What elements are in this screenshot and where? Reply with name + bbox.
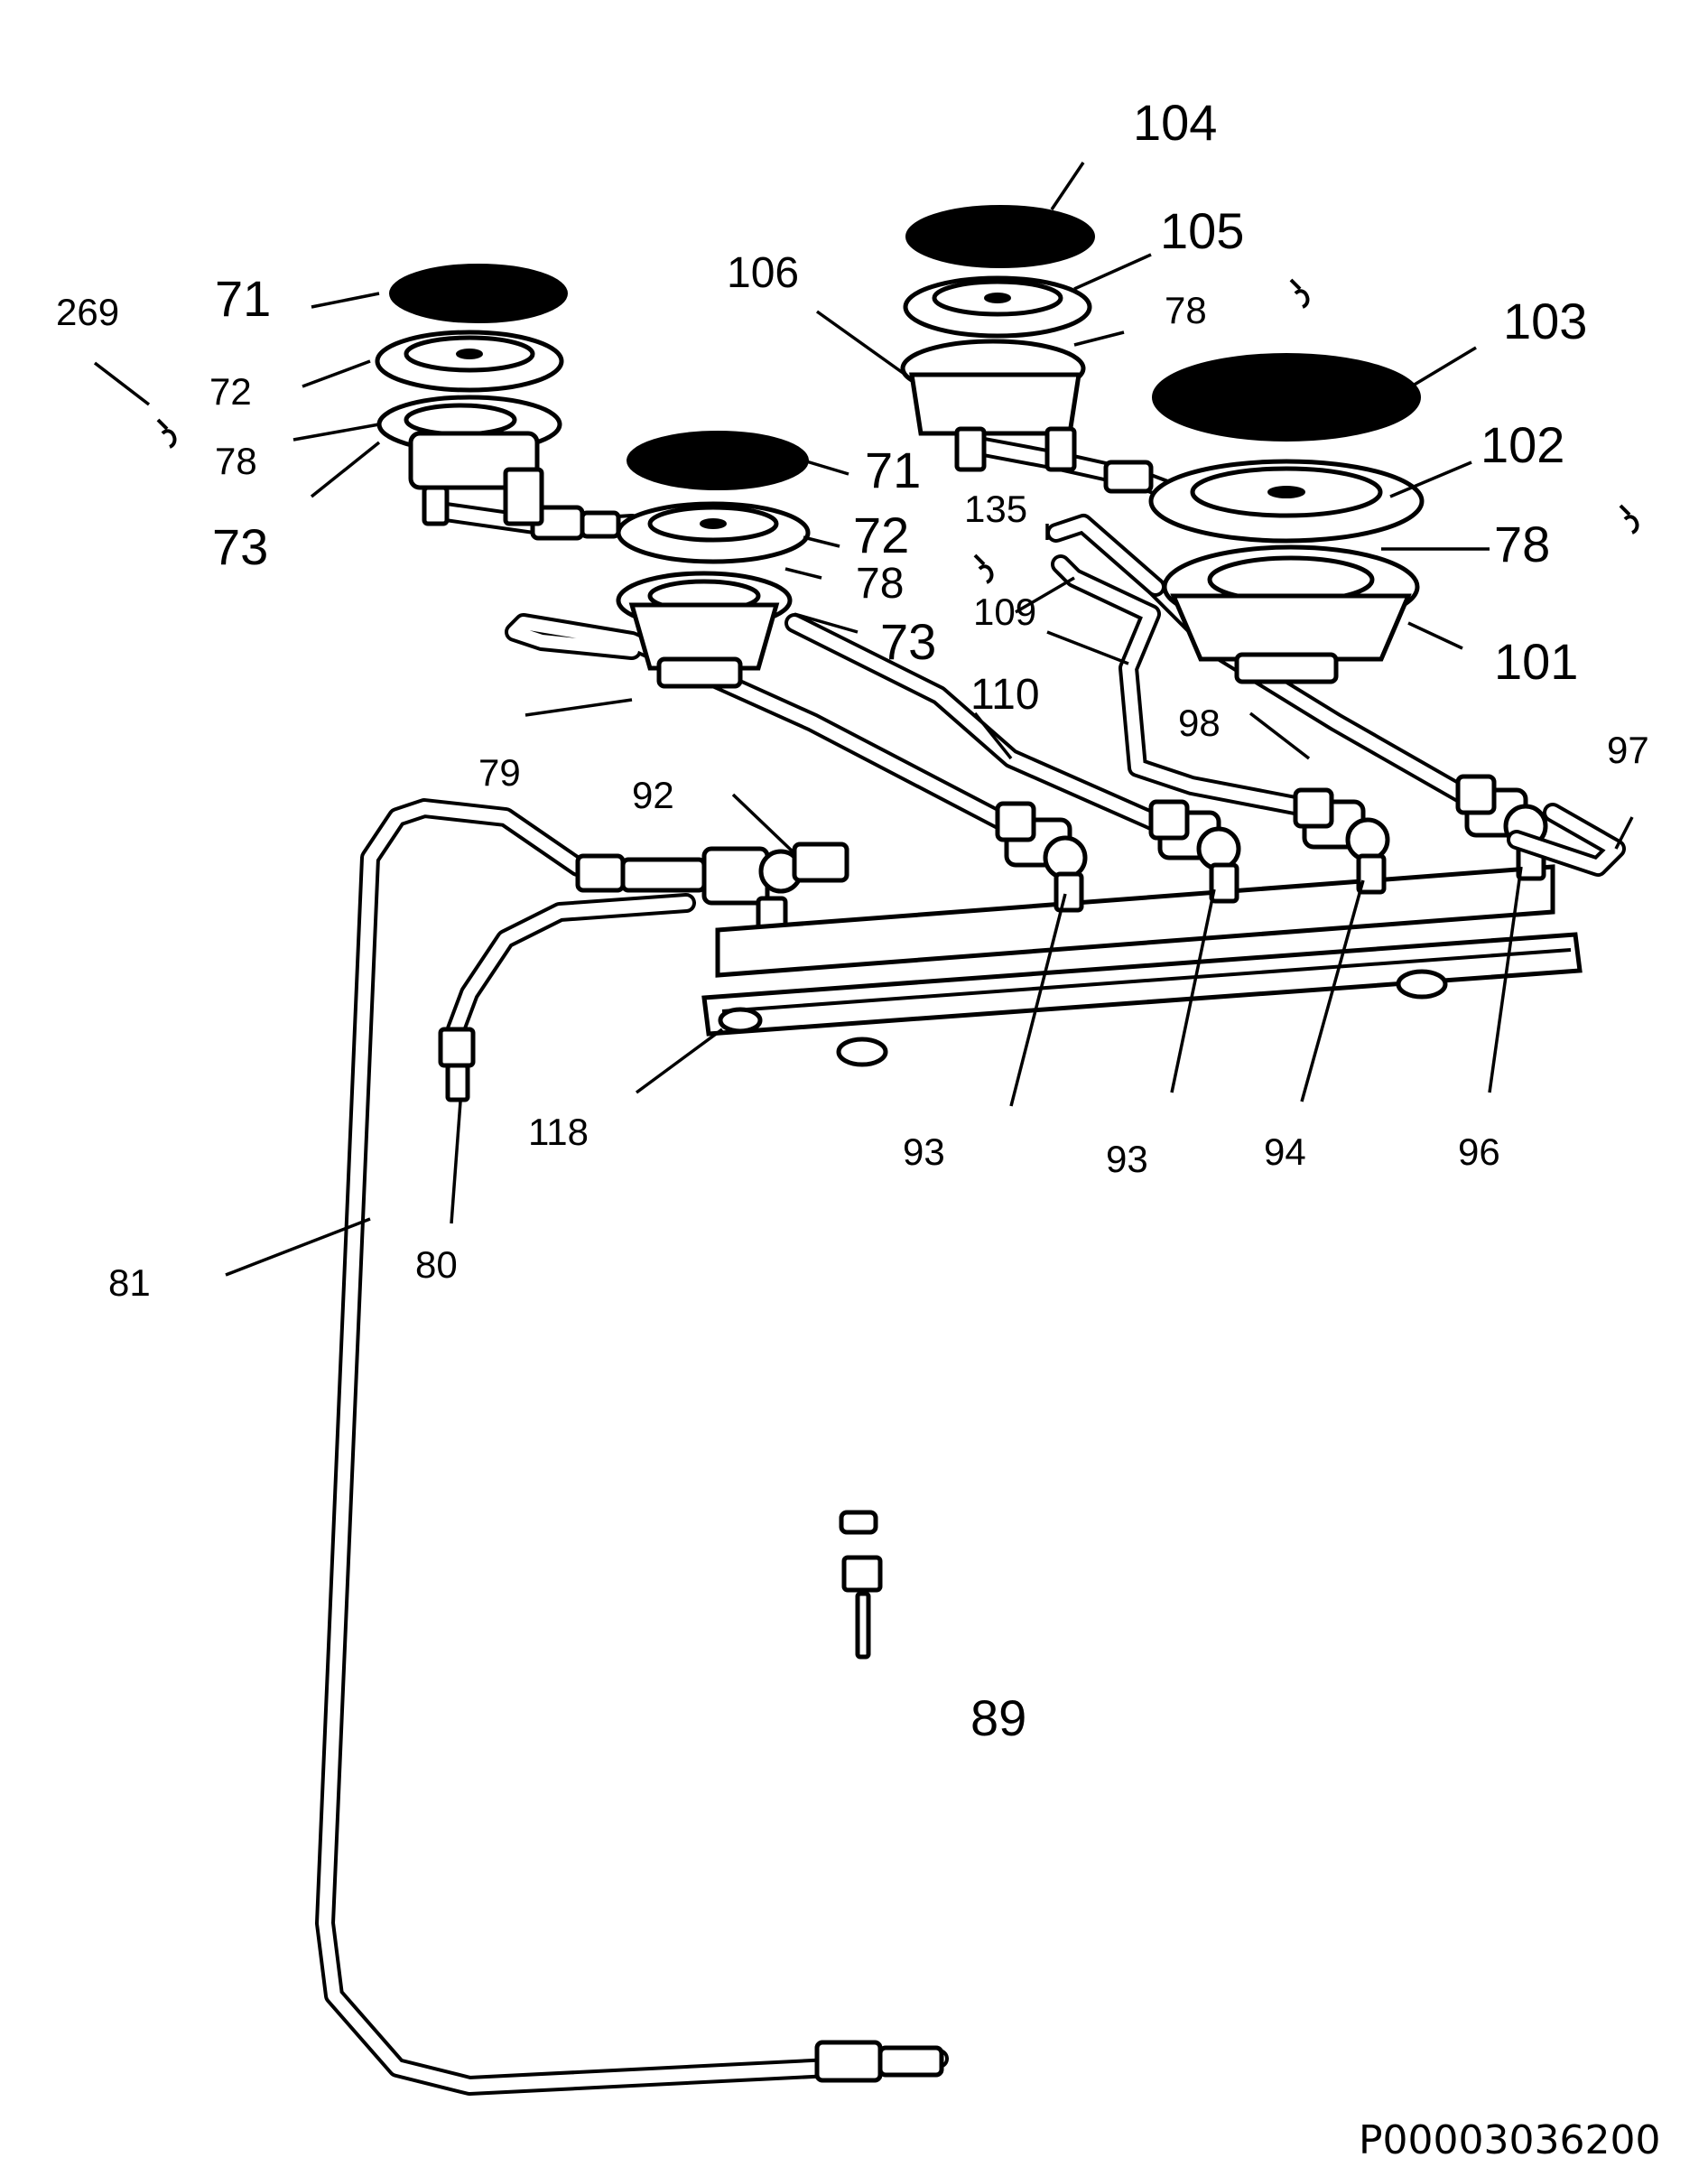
callout-73: 73 <box>880 613 936 670</box>
burner-right-large <box>1148 353 1425 684</box>
callout-73: 73 <box>212 518 268 575</box>
screws <box>156 278 1639 584</box>
callout-71: 71 <box>865 442 921 498</box>
reference-code: P00003036200 <box>1359 2117 1660 2163</box>
callout-102: 102 <box>1481 416 1564 473</box>
callout-72: 72 <box>209 370 252 413</box>
callout-103: 103 <box>1503 293 1587 349</box>
callout-118: 118 <box>528 1111 589 1153</box>
leader-lines <box>93 162 1634 1277</box>
gas-supply-pipe <box>315 798 949 2096</box>
callout-94: 94 <box>1264 1130 1306 1173</box>
callout-labels: 104 105 78 106 103 71 269 72 78 73 71 10… <box>56 94 1649 1746</box>
callout-72: 72 <box>853 507 909 563</box>
callout-101: 101 <box>1494 633 1578 690</box>
callout-98: 98 <box>1178 702 1221 744</box>
callout-78: 78 <box>1494 516 1550 572</box>
callout-96: 96 <box>1458 1130 1500 1173</box>
callout-71: 71 <box>215 270 271 327</box>
burner-feed-pipes <box>505 514 1626 877</box>
callout-269: 269 <box>56 291 119 333</box>
callout-106: 106 <box>727 249 799 297</box>
callout-104: 104 <box>1133 94 1217 151</box>
burner-link-pipes <box>423 437 1184 541</box>
gas-rail-manifold <box>701 864 1583 1067</box>
callout-110: 110 <box>970 671 1040 719</box>
callout-78: 78 <box>856 560 904 608</box>
callout-97: 97 <box>1607 729 1649 771</box>
callout-109: 109 <box>973 591 1036 633</box>
burner-top <box>900 205 1095 472</box>
callout-78: 78 <box>1165 289 1207 331</box>
callout-81: 81 <box>108 1261 151 1304</box>
burner-valves <box>1004 787 1548 913</box>
callout-92: 92 <box>632 774 674 816</box>
burner-center <box>616 431 811 689</box>
callout-93: 93 <box>903 1130 945 1173</box>
injector-branch-pipe <box>438 893 696 1102</box>
callout-89: 89 <box>970 1689 1026 1746</box>
small-part-89 <box>839 1510 883 1660</box>
callout-80: 80 <box>415 1243 458 1286</box>
callout-79: 79 <box>478 751 521 794</box>
burner-left <box>375 264 568 526</box>
callout-135: 135 <box>964 488 1027 530</box>
callout-93: 93 <box>1106 1138 1148 1180</box>
callout-78: 78 <box>215 440 257 482</box>
callout-105: 105 <box>1160 202 1244 259</box>
